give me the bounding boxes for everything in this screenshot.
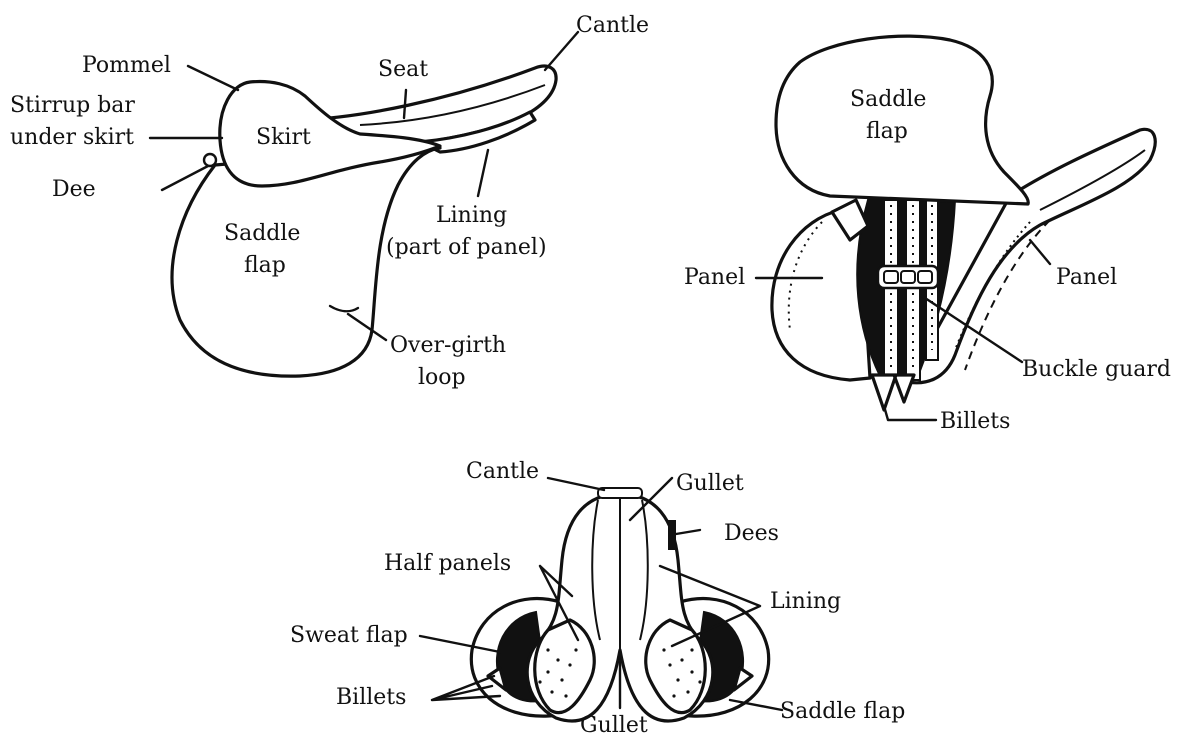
label-dee: Dee — [52, 177, 96, 202]
label-over-girth-1: Over-girth — [390, 333, 506, 358]
billet-strap-2 — [906, 200, 920, 380]
label-bottom-billets: Billets — [336, 685, 406, 710]
label-lining-2: (part of panel) — [386, 235, 547, 260]
label-saddle-flap-2: flap — [244, 253, 286, 278]
label-skirt: Skirt — [256, 125, 311, 150]
bottom-view-figure — [420, 478, 782, 721]
label-over-girth-2: loop — [418, 365, 466, 390]
label-half-panels: Half panels — [384, 551, 511, 576]
label-buckle-guard: Buckle guard — [1022, 357, 1171, 382]
label-bottom-cantle: Cantle — [466, 459, 539, 484]
label-gullet-top: Gullet — [676, 471, 744, 496]
billet-strap-1 — [884, 200, 898, 380]
label-bottom-saddle-flap: Saddle flap — [780, 699, 905, 724]
label-lining: Lining — [770, 589, 841, 614]
label-panel-right: Panel — [1056, 265, 1117, 290]
label-stirrup-bar-1: Stirrup bar — [10, 93, 135, 118]
side-view-figure — [150, 32, 578, 376]
label-dees: Dees — [724, 521, 779, 546]
label-stirrup-bar-2: under skirt — [10, 125, 134, 150]
label-underside-saddle-1: Saddle — [850, 87, 926, 112]
label-underside-saddle-2: flap — [866, 119, 908, 144]
dee-ring — [204, 154, 216, 166]
label-underside-billets: Billets — [940, 409, 1010, 434]
dees-shape — [668, 520, 676, 550]
label-lining-1: Lining — [436, 203, 507, 228]
label-cantle: Cantle — [576, 13, 649, 38]
label-sweat-flap: Sweat flap — [290, 623, 408, 648]
label-saddle-flap-1: Saddle — [224, 221, 300, 246]
label-pommel: Pommel — [82, 53, 171, 78]
label-gullet-bottom: Gullet — [580, 713, 648, 736]
label-seat: Seat — [378, 57, 428, 82]
label-panel-left: Panel — [684, 265, 745, 290]
